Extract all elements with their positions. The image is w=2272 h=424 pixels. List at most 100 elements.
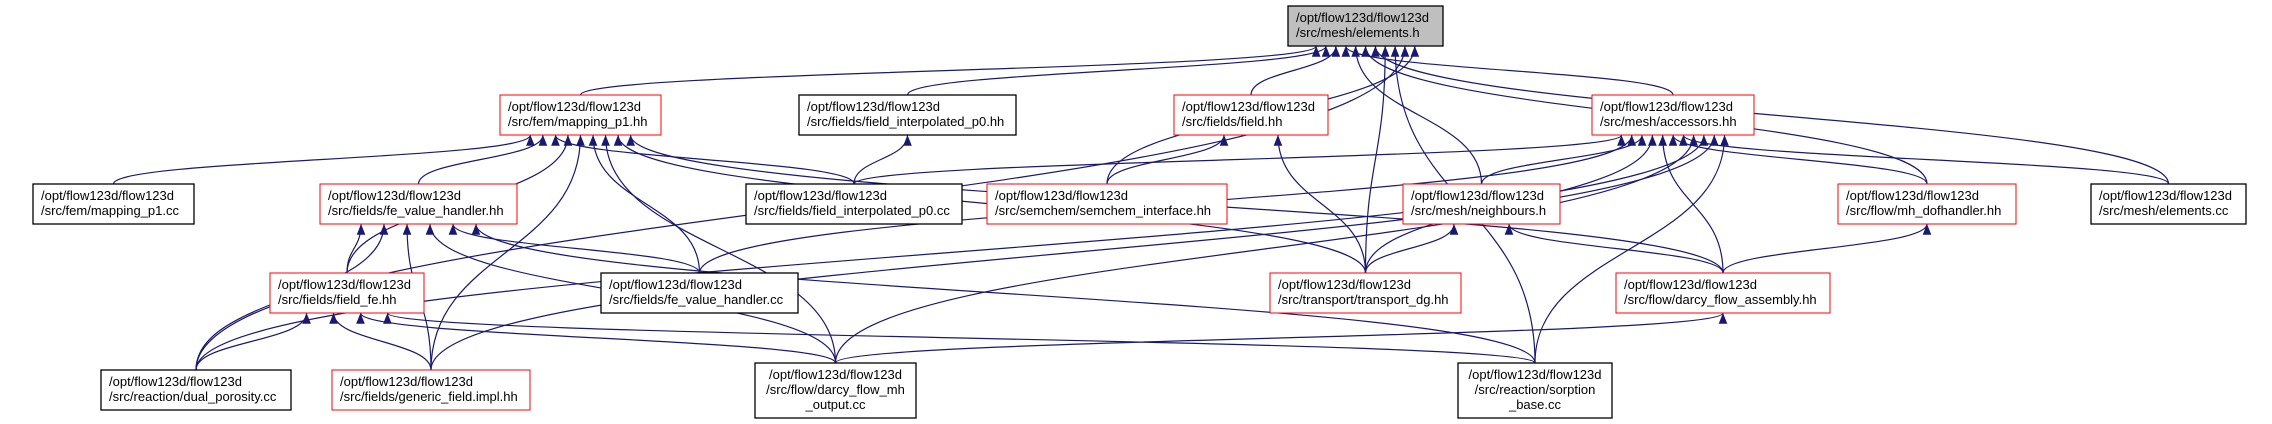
- edge-elements_cc-to-elements_h: [1371, 45, 2170, 185]
- edge-dual_porosity_cc-to-field_fe_hh: [195, 312, 311, 371]
- node-label-line: /src/flow/darcy_flow_assembly.hh: [1624, 292, 1817, 307]
- edge-dual_porosity_cc-to-accessors_hh: [195, 134, 1709, 371]
- node-fe-value-handler-cc[interactable]: /opt/flow123d/flow123d/src/fields/fe_val…: [600, 272, 799, 314]
- edge-mapping_p1_hh-to-elements_h: [579, 45, 1321, 96]
- node-box: [100, 369, 292, 411]
- node-fe-value-handler-hh[interactable]: /opt/flow123d/flow123d/src/fields/fe_val…: [319, 183, 518, 225]
- node-field-fe-hh[interactable]: /opt/flow123d/flow123d/src/fields/field_…: [269, 272, 425, 314]
- node-label-line: /src/fields/generic_field.impl.hh: [340, 389, 518, 404]
- node-label-line: /opt/flow123d/flow123d: [340, 374, 473, 389]
- node-label-line: /src/reaction/sorption: [1475, 382, 1596, 397]
- edge-fe_value_handler_hh-to-mapping_p1_hh: [417, 134, 548, 185]
- node-box: [1269, 272, 1462, 314]
- edge-transport_dg_hh-to-neighbours_h: [1364, 223, 1459, 274]
- node-mapping-p1-cc[interactable]: /opt/flow123d/flow123d/src/fem/mapping_p…: [32, 183, 195, 225]
- node-label-line: /opt/flow123d/flow123d: [609, 277, 742, 292]
- node-label-line: /src/flow/mh_dofhandler.hh: [1846, 203, 2001, 218]
- node-box: [600, 272, 799, 314]
- node-field-hh[interactable]: /opt/flow123d/flow123d/src/fields/field.…: [1173, 94, 1329, 136]
- node-box: [269, 272, 425, 314]
- node-transport-dg-hh[interactable]: /opt/flow123d/flow123d/src/transport/tra…: [1269, 272, 1462, 314]
- node-label-line: /src/fields/field.hh: [1182, 114, 1282, 129]
- node-elements-h[interactable]: /opt/flow123d/flow123d/src/mesh/elements…: [1287, 5, 1444, 47]
- node-box: [745, 183, 963, 225]
- node-label-line: /src/flow/darcy_flow_mh: [766, 382, 905, 397]
- node-generic-field-impl-hh[interactable]: /opt/flow123d/flow123d/src/fields/generi…: [331, 369, 531, 411]
- edge-field_interpolated_p0_cc-to-accessors_hh: [853, 134, 1626, 185]
- node-sorption-base-cc[interactable]: /opt/flow123d/flow123d/src/reaction/sorp…: [1457, 362, 1613, 419]
- node-label-line: /src/fem/mapping_p1.cc: [41, 203, 180, 218]
- edge-neighbours_h-to-elements_h: [1351, 45, 1483, 185]
- node-accessors-hh[interactable]: /opt/flow123d/flow123d/src/mesh/accessor…: [1591, 94, 1755, 136]
- edge-mh_dofhandler_hh-to-accessors_hh: [1668, 134, 1928, 185]
- node-label-line: /opt/flow123d/flow123d: [109, 374, 242, 389]
- node-field-interpolated-p0-hh[interactable]: /opt/flow123d/flow123d/src/fields/field_…: [798, 94, 1017, 136]
- node-label-line: /src/mesh/neighbours.h: [1411, 203, 1546, 218]
- node-box: [1287, 5, 1444, 47]
- node-label-line: /opt/flow123d/flow123d: [1600, 99, 1733, 114]
- node-box: [986, 183, 1228, 225]
- node-box: [1837, 183, 2017, 225]
- node-label-line: /opt/flow123d/flow123d: [1296, 10, 1429, 25]
- node-box: [754, 362, 917, 419]
- node-box: [1402, 183, 1561, 225]
- node-dual-porosity-cc[interactable]: /opt/flow123d/flow123d/src/reaction/dual…: [100, 369, 292, 411]
- edge-field_fe_hh-to-fe_value_handler_hh: [346, 223, 366, 274]
- edge-mapping_p1_cc-to-mapping_p1_hh: [112, 134, 535, 185]
- node-box: [1457, 362, 1613, 419]
- node-semchem-interface-hh[interactable]: /opt/flow123d/flow123d/src/semchem/semch…: [986, 183, 1228, 225]
- node-mh-dofhandler-hh[interactable]: /opt/flow123d/flow123d/src/flow/mh_dofha…: [1837, 183, 2017, 225]
- node-box: [1173, 94, 1329, 136]
- node-label-line: /opt/flow123d/flow123d: [1182, 99, 1315, 114]
- node-label-line: /opt/flow123d/flow123d: [1411, 188, 1544, 203]
- node-label-line: /opt/flow123d/flow123d: [328, 188, 461, 203]
- node-label-line: /opt/flow123d/flow123d: [995, 188, 1128, 203]
- node-neighbours-h[interactable]: /opt/flow123d/flow123d/src/mesh/neighbou…: [1402, 183, 1561, 225]
- node-label-line: /opt/flow123d/flow123d: [41, 188, 174, 203]
- node-label-line: /src/mesh/accessors.hh: [1600, 114, 1737, 129]
- node-box: [331, 369, 531, 411]
- node-darcy-flow-assembly-hh[interactable]: /opt/flow123d/flow123d/src/flow/darcy_fl…: [1615, 272, 1831, 314]
- node-elements-cc[interactable]: /opt/flow123d/flow123d/src/mesh/elements…: [2090, 183, 2247, 225]
- node-label-line: /src/transport/transport_dg.hh: [1278, 292, 1449, 307]
- edge-generic_field_impl_hh-to-accessors_hh: [430, 134, 1719, 371]
- edge-darcy_flow_mh_output_cc-to-darcy_flow_assembly_hh: [834, 312, 1727, 364]
- edge-sorption_base_cc-to-fe_value_handler_hh: [471, 223, 1536, 364]
- node-label-line: /opt/flow123d/flow123d: [754, 188, 887, 203]
- edge-neighbours_h-to-accessors_hh: [1480, 134, 1647, 185]
- edge-field_interpolated_p0_cc-to-field_interpolated_p0_hh: [853, 134, 912, 185]
- node-label-line: /src/fields/fe_value_handler.cc: [609, 292, 784, 307]
- node-box: [798, 94, 1017, 136]
- node-label-line: /opt/flow123d/flow123d: [1469, 367, 1602, 382]
- node-mapping-p1-hh[interactable]: /opt/flow123d/flow123d/src/fem/mapping_p…: [499, 94, 662, 136]
- node-label-line: /opt/flow123d/flow123d: [278, 277, 411, 292]
- node-label-line: /src/fields/field_interpolated_p0.cc: [754, 203, 950, 218]
- node-field-interpolated-p0-cc[interactable]: /opt/flow123d/flow123d/src/fields/field_…: [745, 183, 963, 225]
- edge-darcy_flow_assembly_hh-to-mh_dofhandler_hh: [1722, 223, 1932, 274]
- node-label-line: /src/mesh/elements.h: [1296, 25, 1420, 40]
- node-label-line: /src/semchem/semchem_interface.hh: [995, 203, 1211, 218]
- node-box: [319, 183, 518, 225]
- node-label-line: /src/mesh/elements.cc: [2099, 203, 2229, 218]
- edge-field_interpolated_p0_hh-to-elements_h: [906, 45, 1331, 96]
- edge-fe_value_handler_cc-to-mapping_p1_hh: [588, 134, 701, 274]
- node-box: [32, 183, 195, 225]
- nodes-layer: /opt/flow123d/flow123d/src/mesh/elements…: [32, 5, 2247, 419]
- node-label-line: /opt/flow123d/flow123d: [769, 367, 902, 382]
- node-label-line: _base.cc: [1508, 397, 1562, 412]
- node-darcy-flow-mh-output-cc[interactable]: /opt/flow123d/flow123d/src/flow/darcy_fl…: [754, 362, 917, 419]
- node-label-line: /src/fields/fe_value_handler.hh: [328, 203, 504, 218]
- node-box: [2090, 183, 2247, 225]
- edge-generic_field_impl_hh-to-mapping_p1_hh: [430, 134, 585, 371]
- edge-fe_value_handler_cc-to-fe_value_handler_hh: [448, 223, 701, 274]
- node-label-line: /opt/flow123d/flow123d: [1846, 188, 1979, 203]
- node-label-line: /src/fields/field_interpolated_p0.hh: [807, 114, 1004, 129]
- node-label-line: /opt/flow123d/flow123d: [2099, 188, 2232, 203]
- node-label-line: /opt/flow123d/flow123d: [1624, 277, 1757, 292]
- node-label-line: /opt/flow123d/flow123d: [807, 99, 940, 114]
- node-label-line: /src/fields/field_fe.hh: [278, 292, 397, 307]
- node-box: [499, 94, 662, 136]
- node-label-line: /opt/flow123d/flow123d: [508, 99, 641, 114]
- node-label-line: /src/reaction/dual_porosity.cc: [109, 389, 277, 404]
